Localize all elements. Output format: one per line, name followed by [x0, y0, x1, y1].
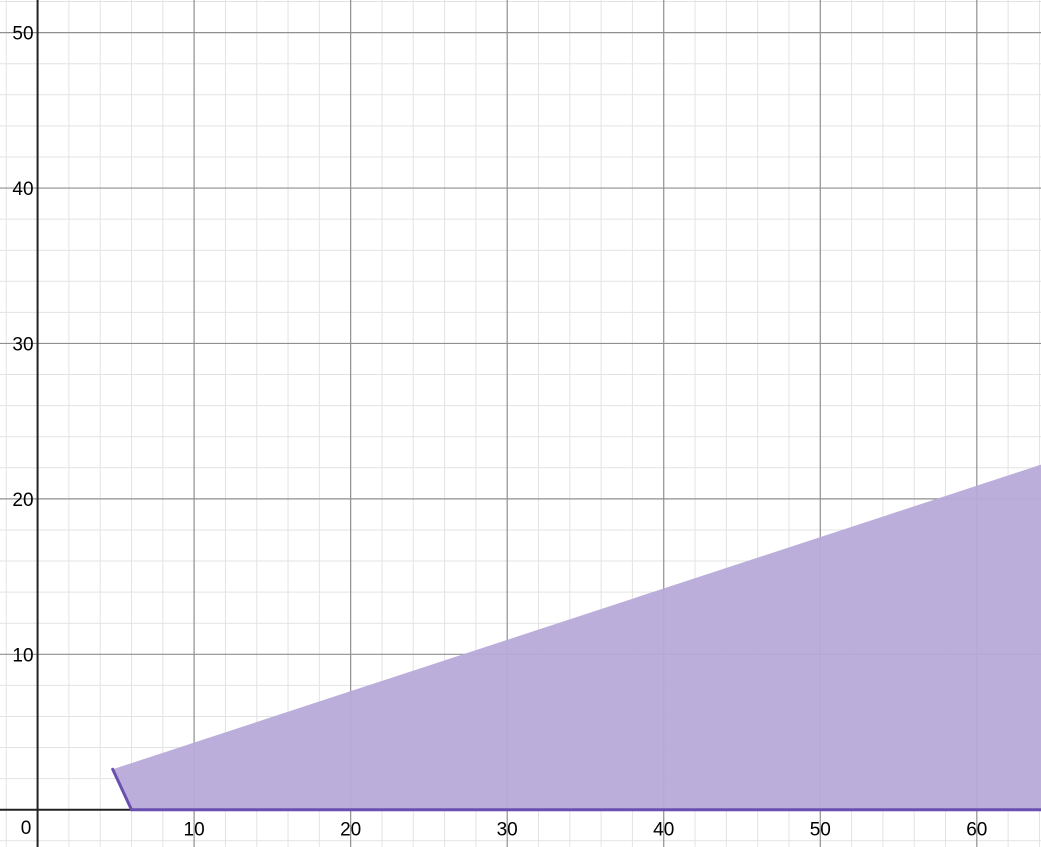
x-tick-label: 30 [497, 820, 518, 841]
y-tick-label: 40 [12, 179, 33, 200]
region-boundary-line [111, 767, 133, 812]
x-tick-label: 40 [653, 820, 674, 841]
shaded-regions [112, 464, 1041, 810]
y-tick-label: 30 [12, 334, 33, 355]
x-tick-label: 10 [184, 820, 205, 841]
shaded-region [112, 464, 1041, 810]
y-tick-label: 10 [12, 645, 33, 666]
y-tick-label: 20 [12, 490, 33, 511]
x-tick-label: 50 [810, 820, 831, 841]
x-tick-labels: 10 20 30 40 50 60 [184, 820, 988, 841]
x-tick-label: 60 [966, 820, 987, 841]
region-boundaries [111, 767, 1041, 812]
x-tick-label: 20 [340, 820, 361, 841]
y-tick-labels: 10 20 30 40 50 [12, 24, 33, 667]
origin-label: 0 [21, 818, 32, 839]
y-tick-label: 50 [12, 24, 33, 45]
